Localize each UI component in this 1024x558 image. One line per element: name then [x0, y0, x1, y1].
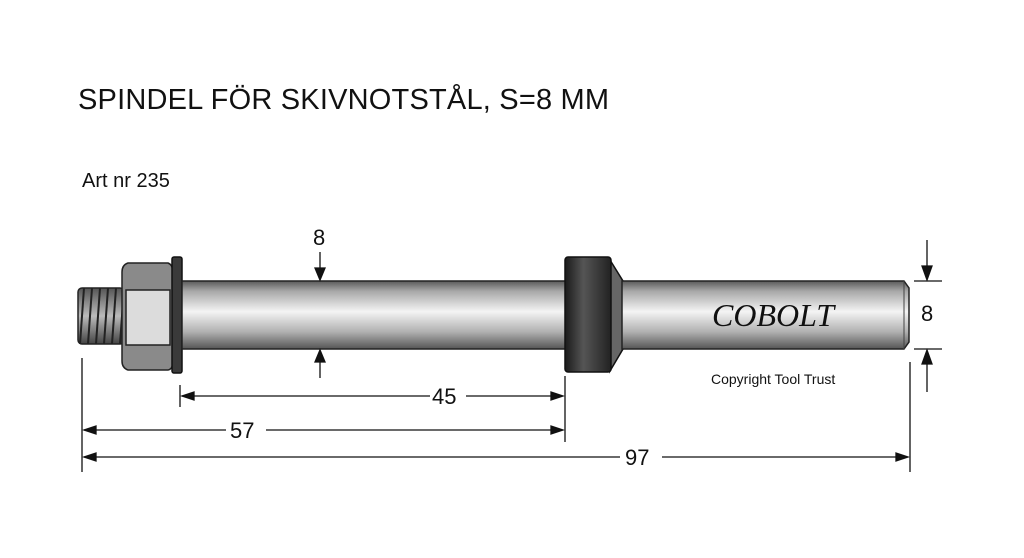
thread [77, 287, 125, 345]
article-number: Art nr 235 [82, 170, 170, 192]
brand-logo: COBOLT [712, 297, 836, 333]
hex-nut [121, 262, 174, 371]
dim-end-diameter: 8 [921, 301, 933, 326]
copyright-text: Copyright Tool Trust [711, 371, 835, 387]
collar [564, 256, 624, 374]
shaft [181, 280, 567, 350]
dim-shaft-length: 45 [432, 384, 456, 409]
page-title: SPINDEL FÖR SKIVNOTSTÅL, S=8 MM [78, 84, 610, 116]
dimension-lines [81, 240, 942, 472]
dim-total-length: 97 [625, 445, 649, 470]
washer [171, 256, 183, 374]
dim-thread-to-collar: 57 [230, 418, 254, 443]
dim-shaft-diameter: 8 [313, 225, 325, 250]
